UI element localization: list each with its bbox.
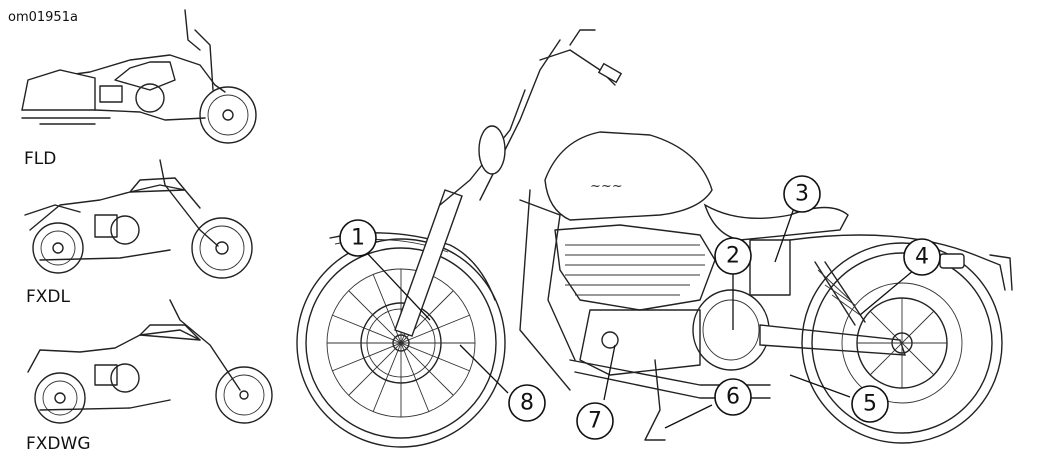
callout-number: 1 bbox=[351, 226, 365, 251]
callout-number: 6 bbox=[726, 385, 740, 410]
callout-number: 7 bbox=[588, 409, 602, 434]
thumbnail-fld bbox=[21, 9, 257, 144]
callout-1: 1 bbox=[339, 219, 377, 257]
callout-5: 5 bbox=[851, 385, 889, 423]
thumbnail-fxdl bbox=[24, 159, 253, 279]
model-label-fld: FLD bbox=[24, 149, 57, 169]
callout-leaders bbox=[367, 204, 915, 429]
callout-6: 6 bbox=[714, 378, 752, 416]
main-motorcycle: ~~~ bbox=[296, 29, 1013, 448]
callout-number: 8 bbox=[520, 391, 534, 416]
figure-reference: om01951a bbox=[8, 10, 78, 25]
callout-3: 3 bbox=[783, 175, 821, 213]
callout-8: 8 bbox=[508, 384, 546, 422]
thumbnail-fxdwg bbox=[27, 299, 273, 424]
callout-7: 7 bbox=[576, 402, 614, 440]
callout-2: 2 bbox=[714, 237, 752, 275]
tank-logo: ~~~ bbox=[590, 179, 623, 194]
model-label-fxdl: FXDL bbox=[26, 287, 70, 307]
callout-number: 3 bbox=[795, 182, 809, 207]
callout-number: 4 bbox=[915, 245, 929, 270]
model-label-fxdwg: FXDWG bbox=[26, 434, 91, 454]
callout-number: 5 bbox=[863, 392, 877, 417]
callout-number: 2 bbox=[726, 244, 740, 269]
callout-4: 4 bbox=[903, 238, 941, 276]
